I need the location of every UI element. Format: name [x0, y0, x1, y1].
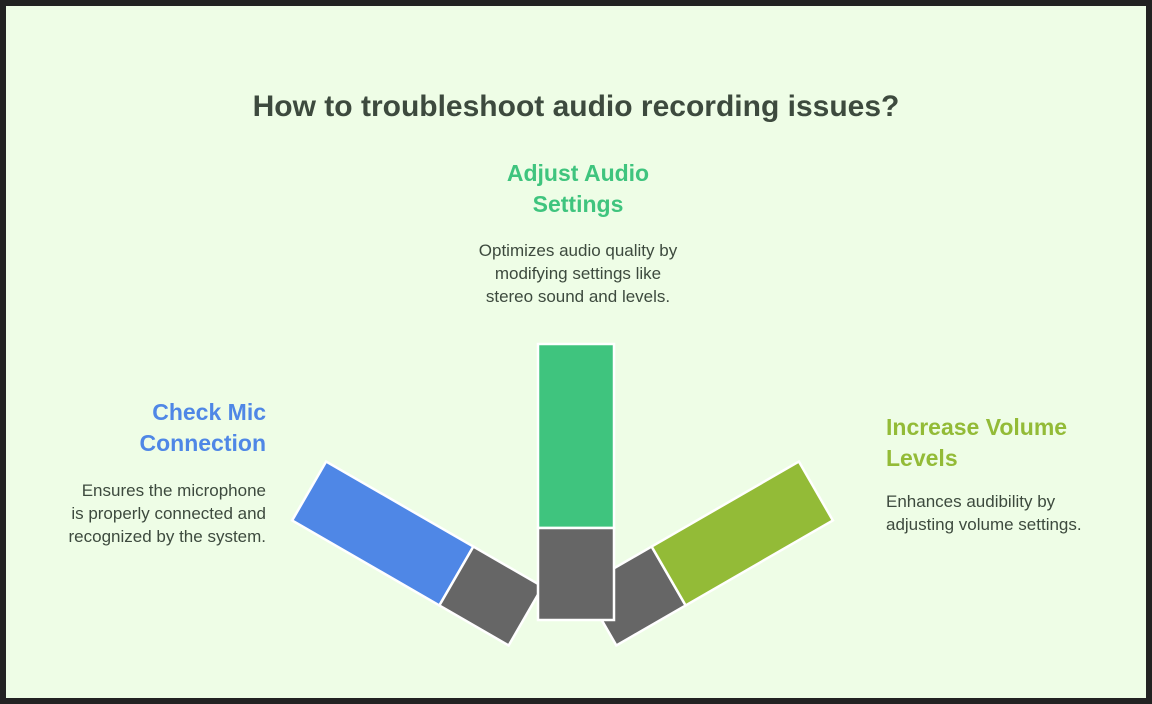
label-line: Settings: [532, 191, 624, 217]
desc-adjust-audio-settings: Optimizes audio quality by modifying set…: [398, 239, 758, 308]
block-left: [437, 544, 545, 648]
bar-left: [290, 459, 476, 608]
arm-right: [580, 459, 835, 648]
desc-line: Enhances audibility by: [886, 492, 1056, 511]
desc-line: Optimizes audio quality by: [478, 241, 678, 260]
desc-increase-volume-levels: Enhances audibility by adjusting volume …: [886, 490, 1136, 536]
diagram-canvas: How to troubleshoot audio recording issu…: [6, 6, 1146, 698]
label-line: Adjust Audio: [506, 160, 650, 186]
arm-left: [290, 459, 545, 648]
desc-line: stereo sound and levels.: [485, 287, 671, 306]
label-line: Levels: [886, 445, 958, 471]
bar-right: [649, 459, 835, 608]
arm-top: [536, 342, 616, 622]
bar-top: [536, 342, 616, 530]
fan-diagram: [290, 342, 835, 648]
label-increase-volume-levels: Increase Volume Levels: [886, 412, 1136, 474]
desc-check-mic-connection: Ensures the microphone is properly conne…: [16, 479, 266, 548]
page-title: How to troubleshoot audio recording issu…: [252, 90, 900, 123]
desc-line: Ensures the microphone: [81, 481, 266, 500]
label-line: Connection: [139, 430, 267, 456]
desc-line: is properly connected and: [71, 504, 266, 523]
block-top: [536, 526, 616, 622]
desc-line: modifying settings like: [494, 264, 662, 283]
label-line: Increase Volume: [886, 414, 1068, 440]
label-adjust-audio-settings: Adjust Audio Settings: [398, 158, 758, 220]
desc-line: adjusting volume settings.: [886, 515, 1082, 534]
desc-line: recognized by the system.: [68, 527, 266, 546]
label-check-mic-connection: Check Mic Connection: [36, 397, 267, 459]
label-line: Check Mic: [152, 399, 266, 425]
